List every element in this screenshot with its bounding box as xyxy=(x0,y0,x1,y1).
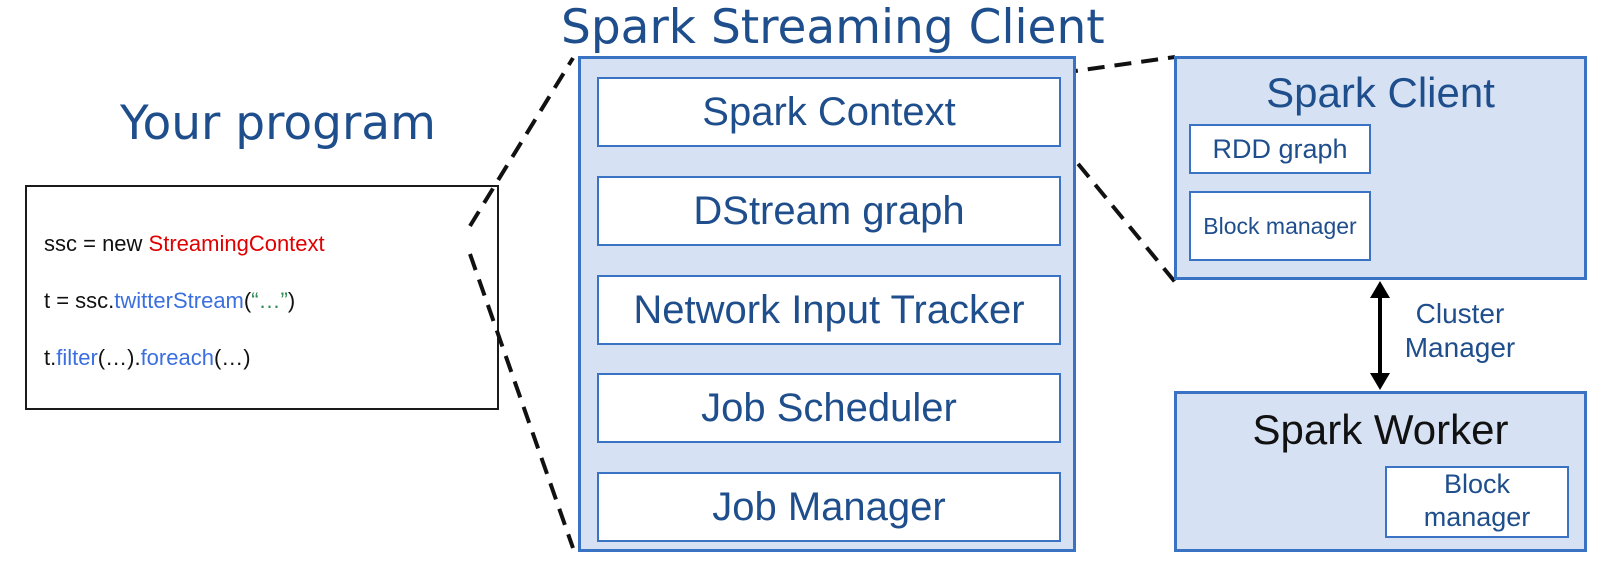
spark-streaming-client-title: Spark Streaming Client xyxy=(561,0,1105,55)
program-code-box: ssc = new StreamingContext t = ssc.twitt… xyxy=(25,185,499,410)
spark-client-title: Spark Client xyxy=(1266,69,1495,116)
code-line-3-args: (…). xyxy=(97,345,141,370)
your-program-title: Your program xyxy=(120,96,436,151)
zoom-line-top xyxy=(468,56,575,228)
code-filter: filter xyxy=(56,345,98,370)
spark-worker-title: Spark Worker xyxy=(1252,406,1509,453)
zoom-line-client-top xyxy=(1060,55,1176,75)
cluster-manager-label: Cluster Manager xyxy=(1390,297,1530,365)
code-line-3: t.filter(…).foreach(…) xyxy=(44,345,251,371)
client-block-manager-box: Block manager xyxy=(1189,191,1371,261)
worker-block-manager-line2: manager xyxy=(1423,502,1531,532)
code-string-literal: “…” xyxy=(251,288,288,313)
code-line-2: t = ssc.twitterStream(“…”) xyxy=(44,288,295,314)
code-line-3-text: t. xyxy=(44,345,57,370)
spark-context-box: Spark Context xyxy=(597,77,1061,147)
rdd-graph-box: RDD graph xyxy=(1189,124,1371,174)
code-line-2-paren-open: ( xyxy=(243,288,252,313)
job-manager-box: Job Manager xyxy=(597,472,1061,542)
zoom-line-bottom xyxy=(468,253,575,549)
spark-worker-panel: Spark Worker Block manager xyxy=(1174,391,1587,552)
double-arrow-icon xyxy=(1370,281,1390,390)
cluster-manager-label-line2: Manager xyxy=(1404,332,1516,363)
job-scheduler-box: Job Scheduler xyxy=(597,373,1061,443)
code-line-1: ssc = new StreamingContext xyxy=(44,231,325,257)
spark-streaming-client-panel: Spark Context DStream graph Network Inpu… xyxy=(578,56,1076,552)
worker-block-manager-box: Block manager xyxy=(1385,466,1569,538)
zoom-line-client-bottom xyxy=(1059,141,1177,284)
spark-client-panel: Spark Client RDD graph Block manager xyxy=(1174,56,1587,280)
code-foreach: foreach xyxy=(140,345,214,370)
code-line-1-text: ssc = new xyxy=(44,231,149,256)
code-streaming-context: StreamingContext xyxy=(148,231,325,256)
code-line-2-text: t = ssc. xyxy=(44,288,115,313)
worker-block-manager-line1: Block xyxy=(1443,469,1511,499)
network-input-tracker-box: Network Input Tracker xyxy=(597,275,1061,345)
dstream-graph-box: DStream graph xyxy=(597,176,1061,246)
cluster-manager-label-line1: Cluster xyxy=(1415,298,1505,329)
code-line-3-args-end: (…) xyxy=(213,345,251,370)
code-twitter-stream: twitterStream xyxy=(114,288,244,313)
code-line-2-paren-close: ) xyxy=(287,288,296,313)
